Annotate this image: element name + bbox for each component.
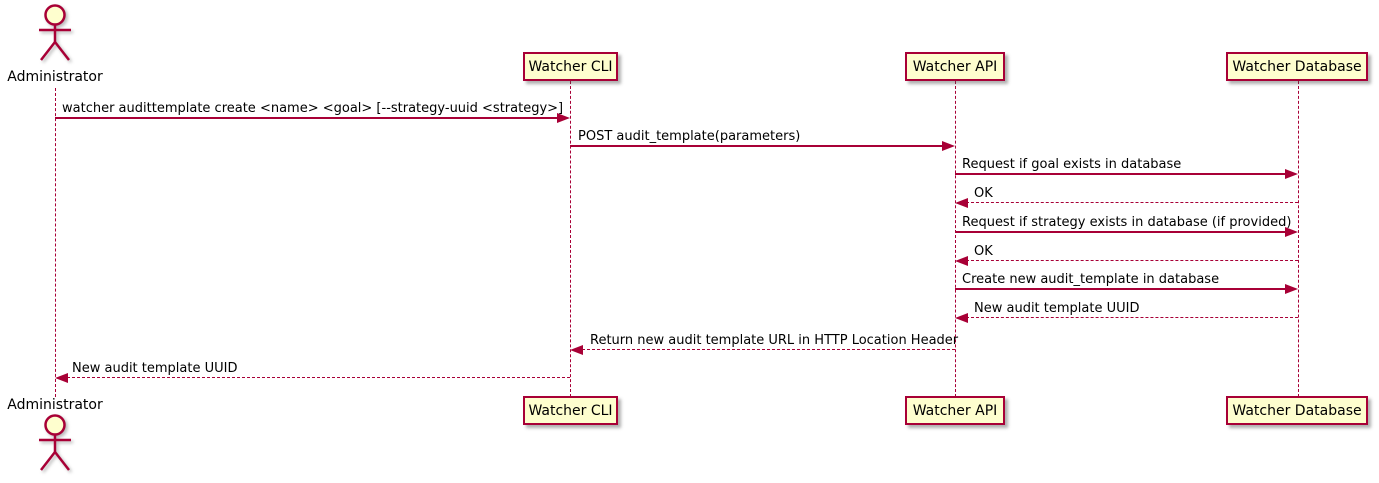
message-line <box>955 173 1287 175</box>
arrowhead-right-icon <box>942 141 955 151</box>
arrowhead-left-icon <box>955 313 968 323</box>
message-line <box>955 231 1287 233</box>
message-label: POST audit_template(parameters) <box>578 129 801 144</box>
message-line <box>582 349 955 350</box>
message-label: New audit template UUID <box>974 301 1140 316</box>
message-label: Return new audit template URL in HTTP Lo… <box>590 333 959 348</box>
arrowhead-right-icon <box>1285 169 1298 179</box>
participant-box-watcher-api-top: Watcher API <box>905 52 1005 81</box>
participant-box-watcher-database-bottom: Watcher Database <box>1226 396 1368 425</box>
lifeline-watcher-database <box>1298 81 1299 397</box>
lifeline-watcher-cli <box>570 81 571 397</box>
message-line <box>966 317 1298 318</box>
participant-box-watcher-cli-bottom: Watcher CLI <box>523 396 618 425</box>
message-label: New audit template UUID <box>72 361 238 376</box>
message-line <box>955 288 1287 290</box>
message-line <box>67 377 570 378</box>
arrowhead-right-icon <box>1285 227 1298 237</box>
arrowhead-right-icon <box>1285 284 1298 294</box>
participant-box-watcher-api-bottom: Watcher API <box>905 396 1005 425</box>
administrator-actor-icon <box>39 414 71 471</box>
administrator-actor-icon <box>39 4 71 61</box>
message-label: Request if strategy exists in database (… <box>962 215 1292 230</box>
lifeline-watcher-api <box>955 81 956 397</box>
message-label: watcher audittemplate create <name> <goa… <box>62 101 564 116</box>
message-label: OK <box>974 186 993 201</box>
message-line <box>966 260 1298 261</box>
arrowhead-right-icon <box>557 113 570 123</box>
message-label: Create new audit_template in database <box>962 272 1220 287</box>
administrator-label-top: Administrator <box>7 69 103 85</box>
arrowhead-left-icon <box>955 256 968 266</box>
arrowhead-left-icon <box>570 345 583 355</box>
message-line <box>55 117 559 119</box>
participant-box-watcher-cli-top: Watcher CLI <box>523 52 618 81</box>
lifeline-administrator <box>55 88 56 397</box>
participant-box-watcher-database-top: Watcher Database <box>1226 52 1368 81</box>
message-line <box>570 145 944 147</box>
message-label: Request if goal exists in database <box>962 157 1182 172</box>
arrowhead-left-icon <box>55 373 68 383</box>
message-line <box>966 202 1298 203</box>
arrowhead-left-icon <box>955 198 968 208</box>
message-label: OK <box>974 244 993 259</box>
administrator-label-bottom: Administrator <box>7 397 103 413</box>
